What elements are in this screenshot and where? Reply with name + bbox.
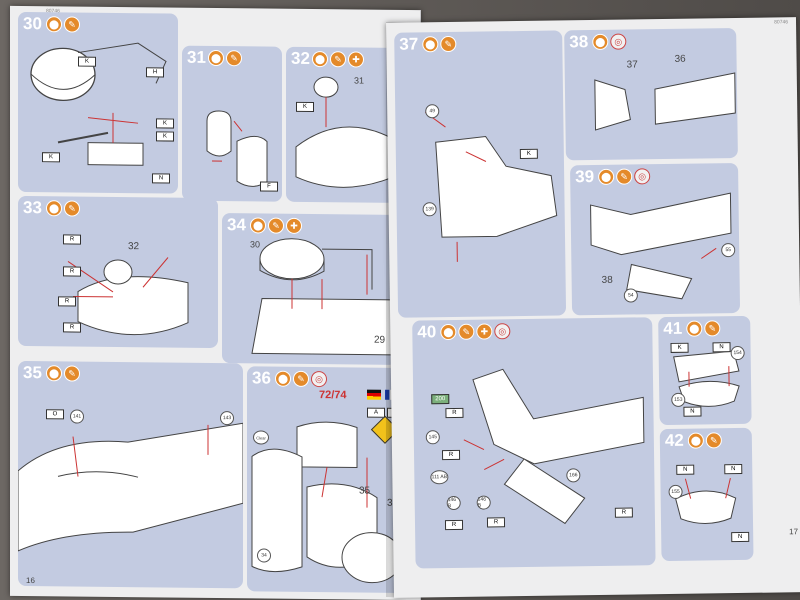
step-39-panel: 39 ⬤ ✎ ◎ 38 55 54	[570, 162, 741, 316]
part-flag: N	[731, 531, 750, 543]
paint-code-flag: 200	[431, 394, 450, 405]
part-flag: R	[486, 517, 506, 528]
step-40-panel: 40 ⬤ ✎ ✚ ◎ R R R R R 200 166 111 AB 146 …	[412, 317, 656, 569]
part-flag: N	[683, 406, 702, 417]
step-41-panel: 41 ⬤ ✎ K N N 154 153	[658, 315, 752, 426]
part-flag: R	[63, 266, 81, 277]
step-42-drawing	[675, 478, 737, 524]
part-flag: R	[614, 507, 633, 518]
step-31-panel: 31 ⬤ ✎ F	[182, 45, 282, 202]
part-callout: 153	[671, 392, 686, 407]
sub-assembly-label: 38	[601, 274, 613, 286]
step-36-panel: 36 ⬤ ✎ ◎ 72/74 Clear H A K 35 33 3	[247, 366, 412, 594]
part-flag: R	[58, 296, 76, 307]
step-36-drawing	[251, 421, 403, 584]
header-right: 80746	[774, 19, 789, 26]
left-page: 80746 30 ⬤ ✎ K H K K N K 31	[10, 5, 421, 600]
clear-part-callout: Clear	[253, 430, 269, 445]
part-flag: N	[152, 173, 170, 184]
page-number-right: 17	[789, 527, 799, 537]
step-30-drawing	[30, 42, 167, 166]
part-flag: K	[42, 152, 60, 163]
part-flag: K	[296, 101, 314, 113]
part-flag: N	[712, 342, 731, 353]
sub-assembly-label: 31	[354, 75, 365, 86]
part-callout: 55	[721, 243, 736, 258]
sub-assembly-label: 35	[359, 485, 371, 497]
step-40-drawing	[463, 368, 645, 525]
step-34-drawing	[251, 238, 393, 356]
part-callout: 145	[425, 430, 440, 445]
part-flag: R	[444, 519, 464, 531]
part-flag: R	[63, 322, 81, 333]
part-flag: N	[676, 464, 695, 475]
right-page: 80746 37 ⬤ ✎ K 139 49 38 ⬤ ◎	[386, 17, 800, 598]
step-38-drawing	[594, 72, 736, 131]
part-flag: O	[46, 409, 64, 420]
part-callout: 141	[70, 409, 84, 424]
part-flag: R	[63, 234, 81, 245]
sub-assembly-label: 32	[128, 241, 140, 253]
step-39-drawing	[590, 192, 732, 300]
page-number-left: 16	[26, 576, 35, 586]
part-callout: 154	[730, 345, 745, 361]
step-30-panel: 30 ⬤ ✎ K H K K N K	[18, 11, 178, 194]
sub-assembly-label: 36	[674, 53, 686, 65]
part-flag: K	[670, 342, 689, 353]
step-31-drawing	[206, 110, 268, 187]
version-flag: A	[367, 407, 385, 418]
step-42-panel: 42 ⬤ ✎ N N N 155	[659, 427, 754, 562]
part-flag: F	[260, 181, 278, 192]
part-callout: 166	[566, 468, 581, 483]
sub-assembly-label: 37	[626, 59, 638, 71]
part-callout: 34	[257, 548, 271, 563]
step-35-drawing	[18, 422, 243, 552]
part-flag: H	[146, 67, 164, 78]
part-callout: 146 B	[476, 495, 491, 510]
part-flag: K	[519, 148, 538, 160]
part-flag: R	[441, 449, 461, 461]
sub-assembly-label: 29	[374, 334, 386, 346]
step-33-panel: 33 ⬤ ✎ 32 R R R R	[18, 195, 218, 349]
part-callout: 143	[220, 411, 234, 426]
part-flag: K	[78, 56, 96, 67]
step-37-panel: 37 ⬤ ✎ K 139 49	[394, 30, 567, 318]
step-34-panel: 34 ⬤ ✎ ✚ 30 29	[222, 213, 397, 365]
part-flag: K	[156, 131, 174, 142]
part-callout: 54	[623, 288, 638, 303]
sub-assembly-label: 30	[250, 239, 261, 250]
step-32-drawing	[295, 76, 392, 188]
part-flag: K	[156, 118, 174, 129]
step-37-drawing	[424, 111, 558, 262]
part-flag: N	[724, 463, 743, 475]
part-flag: R	[445, 407, 464, 419]
step-35-panel: 35 ⬤ ✎ O 141 143	[18, 360, 243, 589]
step-33-drawing	[67, 257, 189, 336]
step-41-drawing	[673, 350, 740, 407]
step-32-panel: 32 ⬤ ✎ ✚ 31 K	[286, 46, 396, 203]
part-callout: 146 B	[446, 495, 461, 511]
step-38-panel: 38 ⬤ ◎ 37 36	[564, 28, 738, 161]
